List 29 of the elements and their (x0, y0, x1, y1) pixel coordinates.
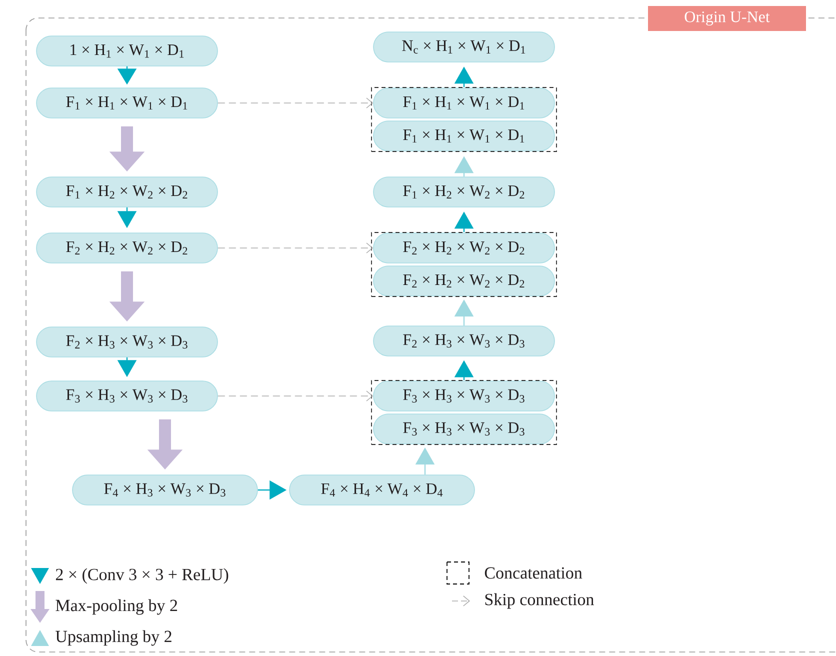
legend-text: Max-pooling by 2 (56, 599, 178, 615)
tensor-box: F$_{1}$ × H$_{2}$ × W$_{2}$ × D$_{2}$ (36, 176, 218, 208)
concat-box (371, 232, 557, 297)
legend-text: Skip connection (485, 593, 594, 609)
tensor-box: F$_{4}$ × H$_{3}$ × W$_{3}$ × D$_{3}$ (72, 474, 258, 506)
tensor-box: F$_{3}$ × H$_{3}$ × W$_{3}$ × D$_{3}$ (36, 380, 218, 412)
tensor-box: 1 × H$_{1}$ × W$_{1}$ × D$_{1}$ (36, 36, 218, 66)
tensor-box: F$_{1}$ × H$_{1}$ × W$_{1}$ × D$_{1}$ (373, 88, 555, 118)
tensor-box: F$_{4}$ × H$_{4}$ × W$_{4}$ × D$_{4}$ (289, 474, 475, 506)
skip-arrow (218, 98, 374, 108)
tensor-box: F$_{2}$ × H$_{2}$ × W$_{2}$ × D$_{2}$ (373, 232, 555, 264)
skip-arrow (218, 390, 374, 402)
skip-arrow (218, 242, 374, 254)
legend-text: Concatenation (484, 567, 582, 579)
tensor-box: F$_{2}$ × H$_{3}$ × W$_{3}$ × D$_{3}$ (373, 326, 555, 356)
concat-box (371, 87, 557, 152)
concat-box (371, 380, 557, 445)
tensor-box: F$_{1}$ × H$_{1}$ × W$_{1}$ × D$_{1}$ (36, 88, 218, 118)
tensor-box: F$_{2}$ × H$_{2}$ × W$_{2}$ × D$_{2}$ (373, 266, 555, 296)
tensor-box: F$_{2}$ × H$_{2}$ × W$_{2}$ × D$_{2}$ (36, 232, 218, 264)
tensor-box: F$_{1}$ × H$_{1}$ × W$_{1}$ × D$_{1}$ (373, 120, 555, 152)
tensor-box: F$_{3}$ × H$_{3}$ × W$_{3}$ × D$_{3}$ (373, 414, 555, 444)
tensor-box: F$_{2}$ × H$_{3}$ × W$_{3}$ × D$_{3}$ (36, 326, 218, 358)
tensor-box: N$_{c}$ × H$_{1}$ × W$_{1}$ × D$_{1}$ (373, 32, 555, 62)
legend-text: 2 × (Conv 3 × 3 + ReLU) (56, 568, 228, 584)
title-box: Origin U-Net (648, 6, 806, 31)
tensor-box: F$_{1}$ × H$_{2}$ × W$_{2}$ × D$_{2}$ (373, 176, 555, 208)
tensor-box: F$_{3}$ × H$_{3}$ × W$_{3}$ × D$_{3}$ (373, 380, 555, 412)
legend-text: Upsampling by 2 (56, 630, 172, 646)
